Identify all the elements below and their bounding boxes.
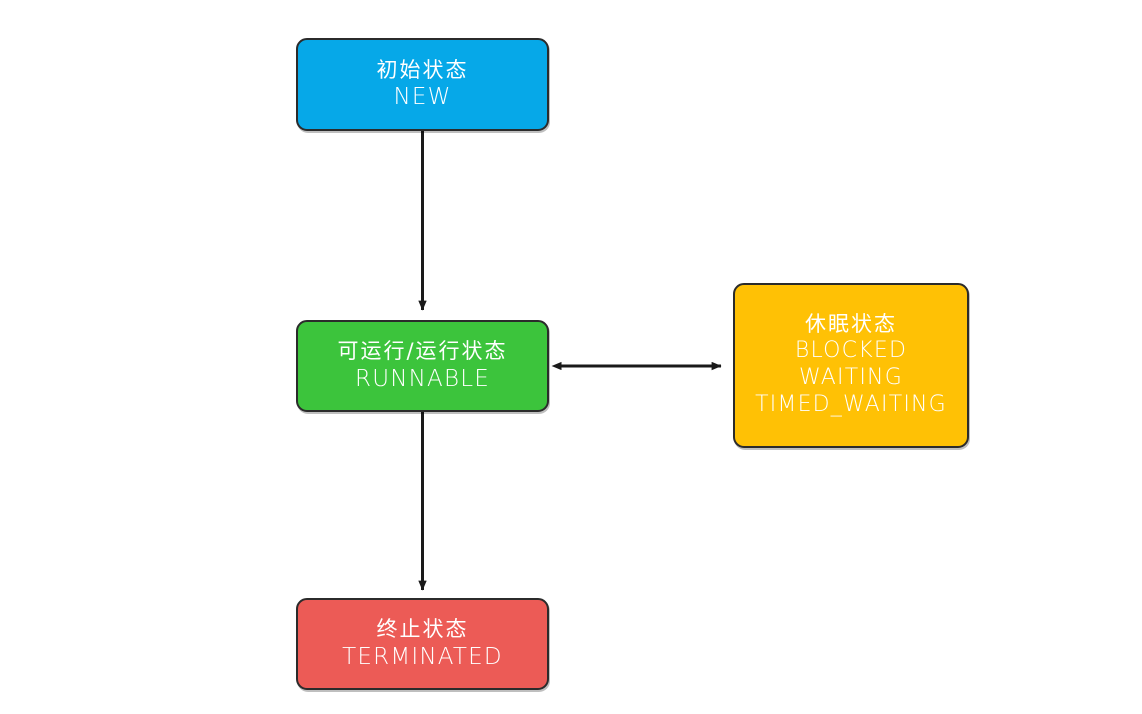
- node-runnable-cn-label: 可运行/运行状态: [337, 339, 508, 364]
- node-sleeping-cn-label: 休眠状态: [805, 312, 897, 337]
- node-terminated-cn-label: 终止状态: [376, 617, 469, 642]
- node-sleeping-en-label-blocked: BLOCKED: [794, 338, 908, 364]
- node-terminated-en-label: TERMINATED: [342, 643, 503, 670]
- node-new-en-label: NEW: [393, 84, 452, 111]
- node-new[interactable]: 初始状态 NEW: [296, 38, 549, 131]
- node-sleeping[interactable]: 休眠状态 BLOCKED WAITING TIMED_WAITING: [733, 283, 969, 448]
- node-terminated[interactable]: 终止状态 TERMINATED: [296, 598, 549, 690]
- node-runnable[interactable]: 可运行/运行状态 RUNNABLE: [296, 320, 549, 412]
- node-runnable-en-label: RUNNABLE: [355, 365, 490, 392]
- node-sleeping-en-label-waiting: WAITING: [799, 364, 903, 390]
- node-new-cn-label: 初始状态: [376, 57, 469, 82]
- node-sleeping-en-label-timed-waiting: TIMED_WAITING: [755, 391, 947, 417]
